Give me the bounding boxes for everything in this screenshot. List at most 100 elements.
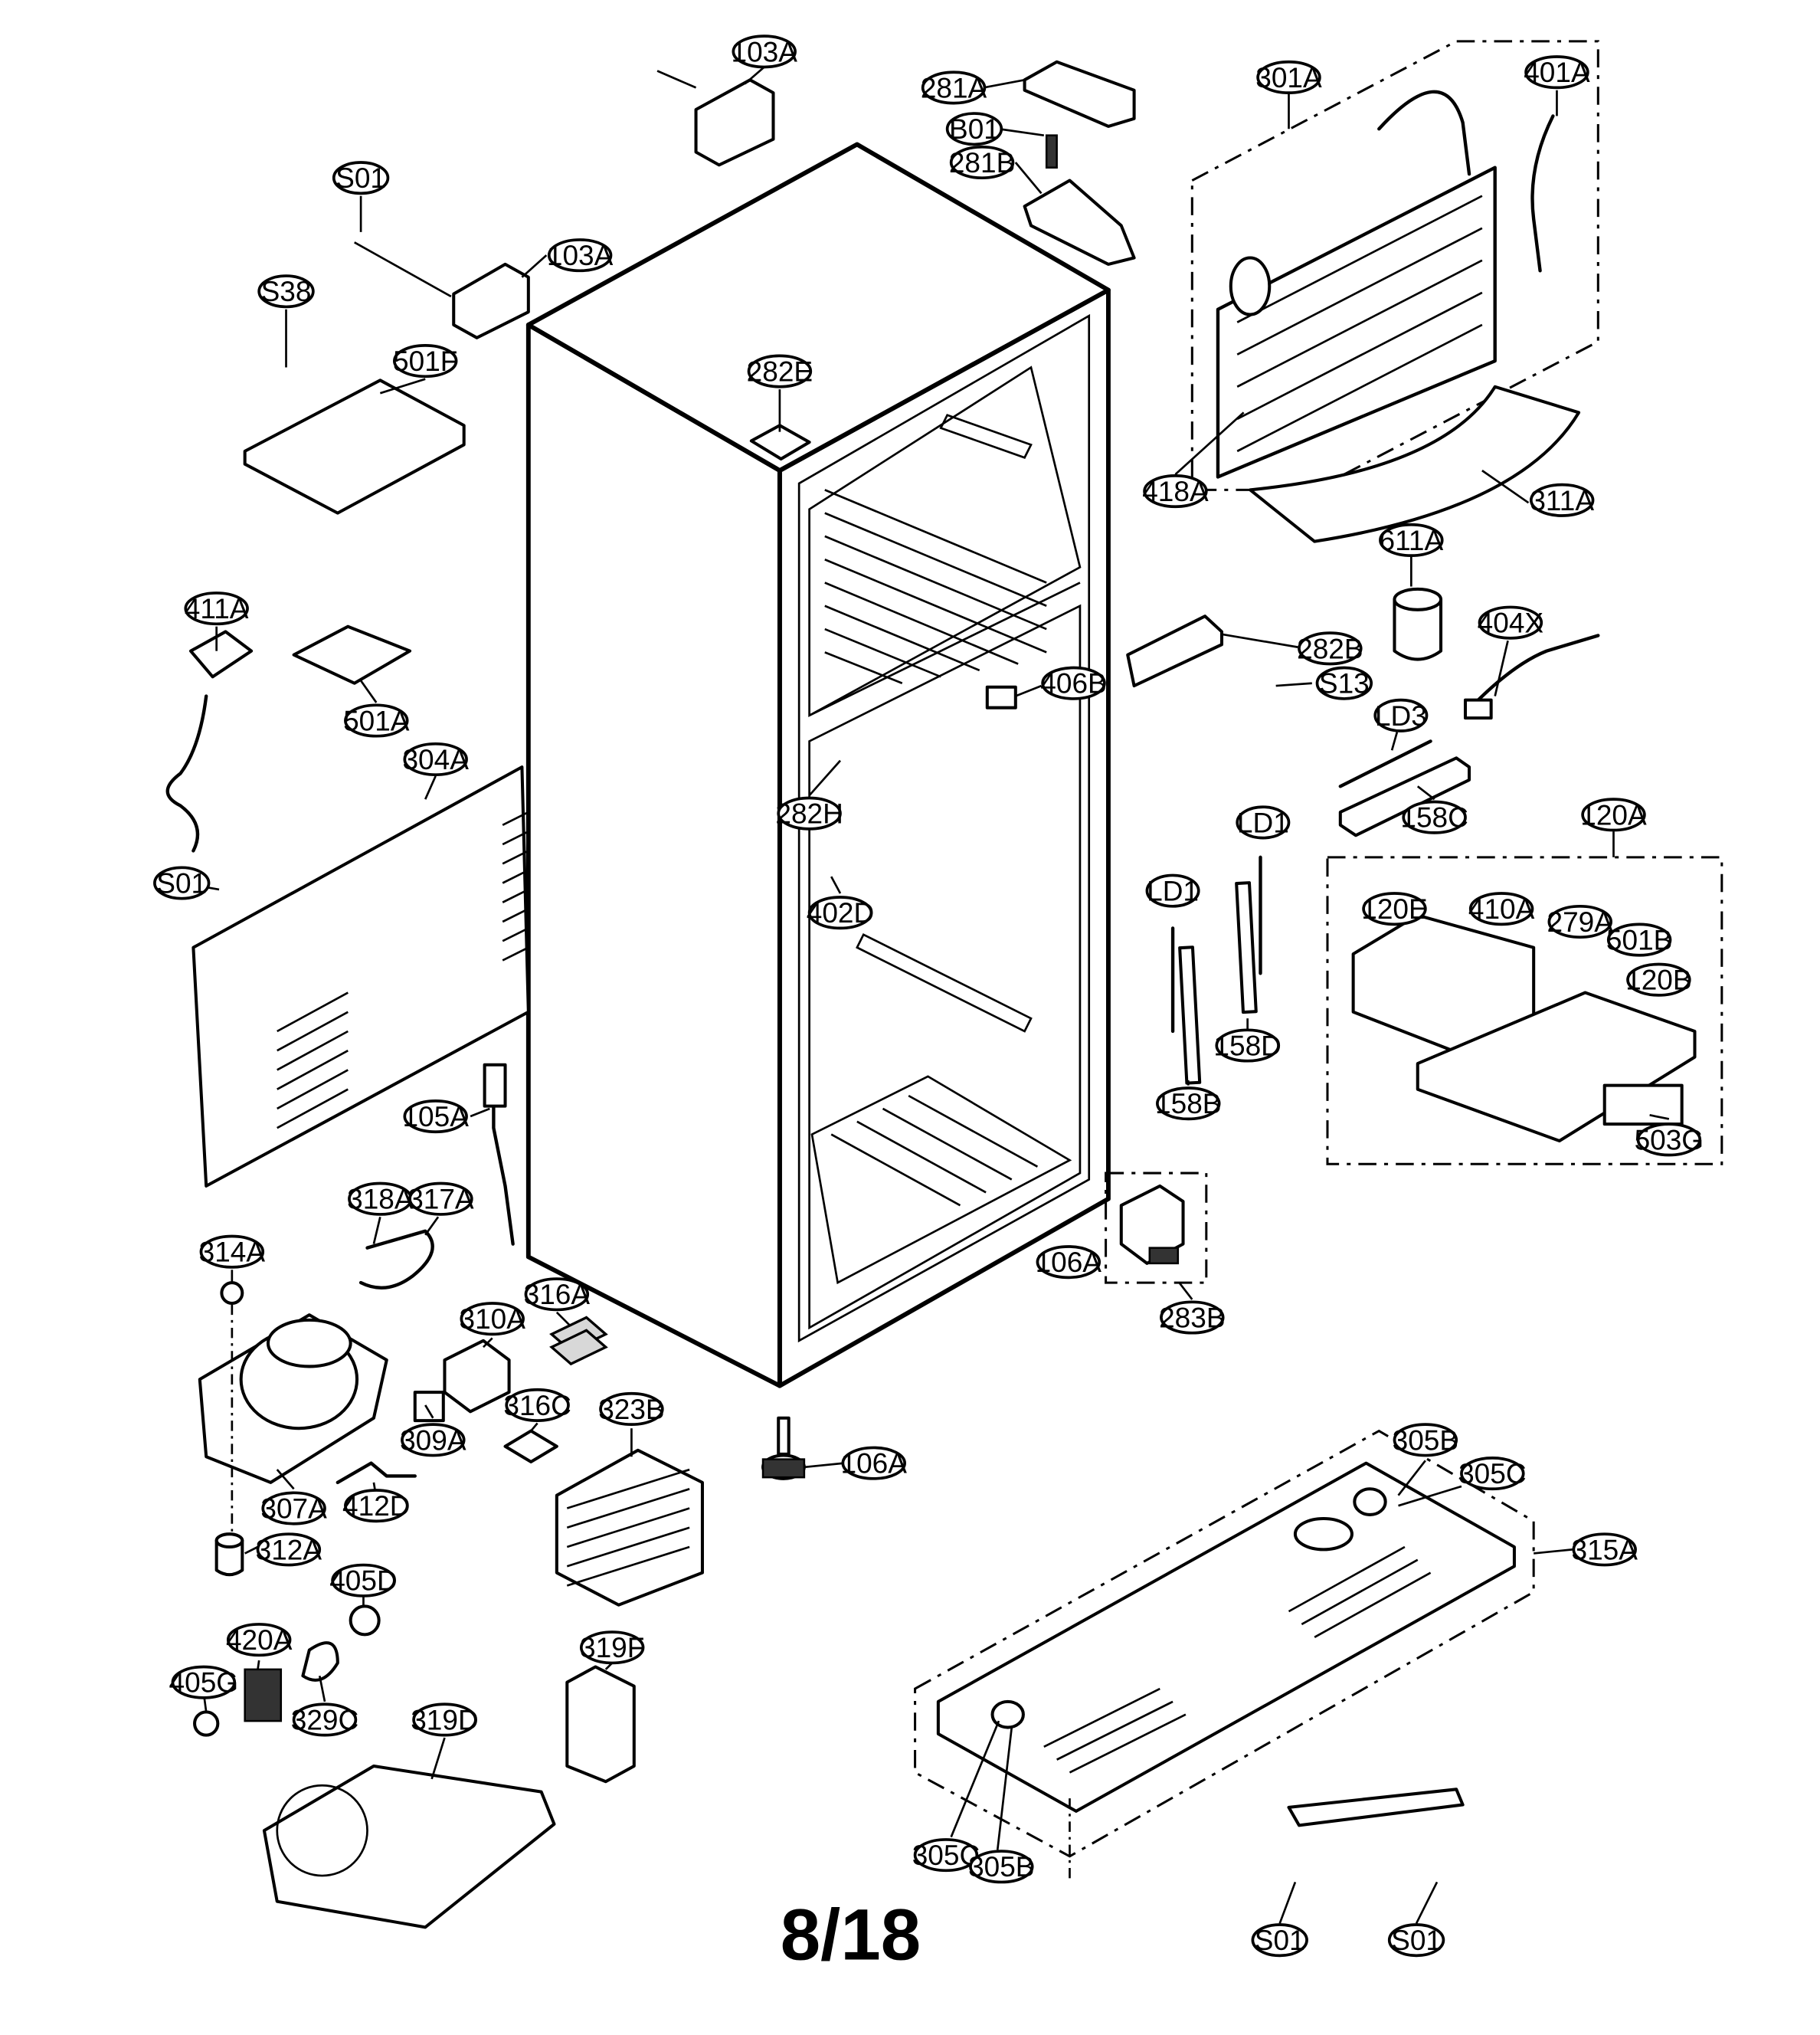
label-405G: 405G <box>169 1665 239 1699</box>
light-cover-158C <box>1338 756 1471 837</box>
label-LD1-left: LD1 <box>1145 873 1200 908</box>
label-307A: 307A <box>260 1491 327 1525</box>
part-309A <box>413 1391 445 1423</box>
label-329C: 329C <box>291 1702 358 1737</box>
svg-text:305B: 305B <box>1393 1424 1458 1456</box>
label-317A: 317A <box>408 1181 474 1216</box>
label-282B: 282B <box>1297 631 1363 666</box>
label-501F: 501F <box>392 344 458 378</box>
label-418A: 418A <box>1142 474 1209 509</box>
label-305C-bottom: 305C <box>912 1838 980 1873</box>
svg-text:158B: 158B <box>1155 1087 1221 1119</box>
label-501A: 501A <box>343 703 410 738</box>
svg-text:LD3: LD3 <box>1375 700 1427 732</box>
svg-text:401A: 401A <box>1524 56 1590 88</box>
svg-text:103A: 103A <box>547 239 614 271</box>
label-312A: 312A <box>256 1532 322 1567</box>
label-318A: 318A <box>347 1181 414 1216</box>
relay-310A <box>443 1339 511 1414</box>
svg-text:310A: 310A <box>460 1303 526 1335</box>
svg-text:319D: 319D <box>411 1703 478 1735</box>
label-106A-bottom: 106A <box>841 1446 908 1480</box>
svg-text:405G: 405G <box>169 1666 239 1699</box>
label-323B: 323B <box>598 1391 665 1427</box>
label-281A: 281A <box>921 70 987 105</box>
label-316C: 316C <box>503 1388 571 1422</box>
evaporator-301A <box>1190 40 1599 491</box>
label-304A: 304A <box>402 742 469 777</box>
svg-text:501B: 501B <box>1606 924 1672 956</box>
compressor-307A <box>198 1313 388 1484</box>
label-410A: 410A <box>1468 892 1535 926</box>
svg-text:158D: 158D <box>1213 1030 1281 1062</box>
wire-404X <box>1474 634 1600 705</box>
svg-text:314A: 314A <box>199 1236 266 1268</box>
label-S01-rear: S01 <box>153 866 211 900</box>
label-158B: 158B <box>1155 1086 1221 1121</box>
grommet-314A <box>220 1281 244 1306</box>
switch-406B <box>985 685 1017 709</box>
page-number: 8/18 <box>781 1894 921 1974</box>
svg-text:503G: 503G <box>1635 1123 1704 1155</box>
label-B01: B01 <box>945 112 1003 146</box>
svg-text:279A: 279A <box>1547 906 1614 938</box>
svg-text:410A: 410A <box>1468 893 1535 925</box>
sheet-316C <box>503 1429 558 1463</box>
label-309A: 309A <box>400 1423 466 1457</box>
light-cover-158B <box>1178 945 1202 1085</box>
label-420A: 420A <box>226 1623 293 1657</box>
label-311A: 311A <box>1529 483 1595 517</box>
label-282H: 282H <box>775 796 843 831</box>
svg-text:106A: 106A <box>841 1447 908 1480</box>
part-405D <box>349 1604 381 1637</box>
part-labels: 103A 281A B01 281B 301A 401A S01 103A S3… <box>153 34 1704 1958</box>
label-319D: 319D <box>411 1702 479 1737</box>
svg-text:B01: B01 <box>949 113 1000 145</box>
bracket-283B <box>1105 1172 1208 1284</box>
pcb-501A <box>292 624 412 685</box>
label-120B: 120B <box>1625 962 1692 997</box>
svg-text:120E: 120E <box>1361 893 1427 925</box>
label-404X: 404X <box>1478 605 1543 640</box>
label-319F: 319F <box>579 1630 645 1665</box>
svg-text:120B: 120B <box>1625 964 1691 996</box>
label-282E: 282E <box>747 354 813 388</box>
svg-text:281A: 281A <box>921 71 987 103</box>
label-S38: S38 <box>257 274 315 309</box>
label-305B-bottom: 305B <box>968 1850 1035 1884</box>
label-402D: 402D <box>807 896 874 930</box>
fan-blade-329C <box>301 1641 339 1682</box>
wire-412D <box>336 1461 417 1485</box>
svg-text:305C: 305C <box>1458 1457 1526 1489</box>
hinge-cover-281A <box>1023 60 1136 128</box>
label-120E: 120E <box>1361 892 1428 926</box>
svg-text:S13: S13 <box>1319 667 1370 700</box>
drain-tray-311A <box>1249 385 1581 543</box>
svg-text:307A: 307A <box>260 1493 327 1525</box>
svg-text:106A: 106A <box>1036 1246 1102 1278</box>
light-LD3 <box>1338 739 1432 788</box>
label-405D: 405D <box>329 1563 398 1598</box>
svg-text:329C: 329C <box>291 1703 358 1735</box>
condenser-323B <box>555 1448 704 1607</box>
part-611A <box>1393 587 1443 661</box>
label-103A-lower: 103A <box>547 238 614 273</box>
svg-text:317A: 317A <box>408 1183 474 1215</box>
svg-text:312A: 312A <box>256 1533 322 1565</box>
svg-text:158C: 158C <box>1400 801 1468 834</box>
label-406B: 406B <box>1040 666 1107 700</box>
svg-text:311A: 311A <box>1530 484 1594 516</box>
svg-text:S01: S01 <box>1391 1924 1442 1956</box>
svg-text:120A: 120A <box>1580 798 1647 831</box>
cover-plate-501F <box>243 378 466 515</box>
svg-text:S38: S38 <box>261 275 312 307</box>
svg-text:283B: 283B <box>1159 1302 1225 1334</box>
label-310A: 310A <box>460 1302 526 1336</box>
base-plate-315A <box>914 1429 1535 1858</box>
svg-text:501F: 501F <box>393 345 457 377</box>
label-S01-top: S01 <box>332 161 390 195</box>
svg-text:406B: 406B <box>1040 667 1106 700</box>
svg-text:404X: 404X <box>1478 607 1543 639</box>
svg-text:S01: S01 <box>1255 1924 1305 1956</box>
wire-317A <box>358 1229 434 1289</box>
